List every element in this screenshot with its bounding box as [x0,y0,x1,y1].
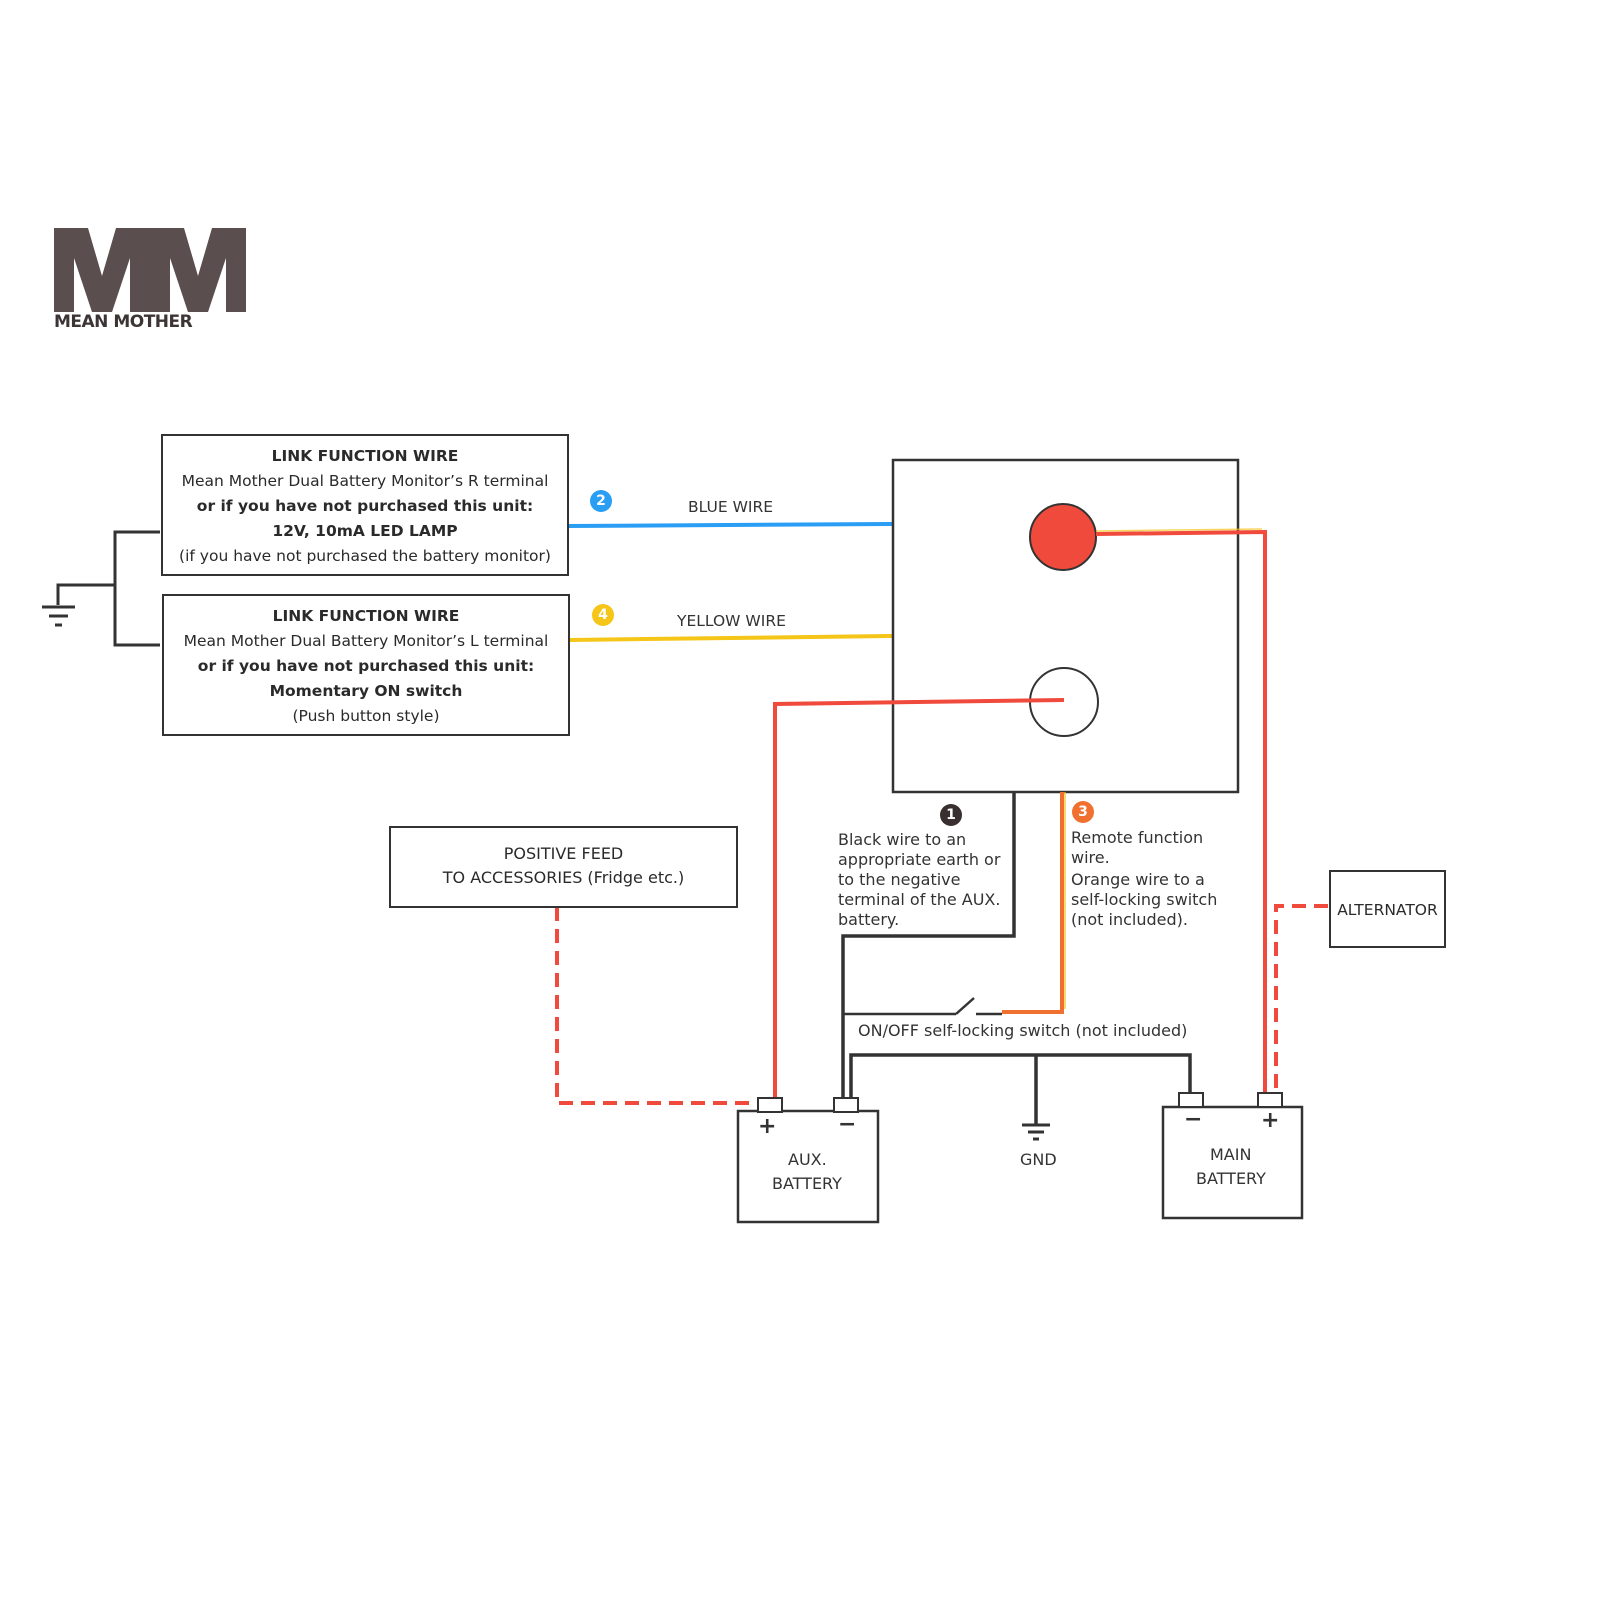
aux-battery-label-2: BATTERY [772,1174,842,1193]
black-wire-note: Black wire to an appropriate earth or to… [838,830,1001,929]
blue-wire [566,522,894,528]
alternator-label: ALTERNATOR [1337,901,1438,919]
link-box-l-line1: Mean Mother Dual Battery Monitor’s L ter… [183,632,549,650]
link-box-l-line2: or if you have not purchased this unit: [197,657,535,675]
main-positive-terminal [1257,1092,1283,1108]
link-box-r-line1: Mean Mother Dual Battery Monitor’s R ter… [181,472,549,490]
link-box-r-line4: (if you have not purchased the battery m… [179,547,551,565]
ground-icon-gnd [1022,1123,1050,1141]
link-box-r-title: LINK FUNCTION WIRE [271,447,459,465]
led-to-main-positive-wire [1095,529,1267,1098]
button-to-aux-positive-wire [773,698,1065,1098]
orange-wire-note: Orange wire to a self-locking switch (no… [1071,870,1218,929]
link-box-r-line3: 12V, 10mA LED LAMP [272,522,458,540]
left-ground-bracket [56,530,160,647]
main-battery-body [1161,1105,1304,1220]
link-box-l-line4: (Push button style) [292,707,440,725]
yellow-wire [568,634,894,642]
main-minus-sign: − [1184,1107,1203,1132]
link-box-l-title: LINK FUNCTION WIRE [272,607,460,625]
main-negative-terminal [1178,1092,1204,1108]
switch-label: ON/OFF self-locking switch (not included… [858,1021,1188,1040]
gnd-label: GND [1020,1150,1057,1169]
ground-icon-left [42,605,75,627]
blue-wire-label: BLUE WIRE [688,498,774,516]
black-earth-wire [841,792,1016,1098]
positive-feed-wire [555,907,758,1105]
aux-battery-body [736,1109,880,1224]
link-function-box-l: LINK FUNCTION WIRE Mean Mother Dual Batt… [162,594,570,736]
main-plus-sign: + [1261,1108,1280,1133]
ground-bus-wire [849,1053,1192,1098]
aux-battery-label-1: AUX. [788,1150,827,1169]
positive-feed-box: POSITIVE FEED TO ACCESSORIES (Fridge etc… [389,826,738,908]
badge-3-icon: 3 [1072,801,1094,823]
link-function-box-r: LINK FUNCTION WIRE Mean Mother Dual Batt… [161,434,569,576]
remote-function-note: Remote function wire. [1071,828,1204,867]
led-indicator-icon [1029,503,1097,571]
yellow-wire-label: YELLOW WIRE [677,612,786,630]
aux-plus-sign: + [758,1114,777,1139]
on-off-switch-icon [843,997,1002,1016]
alternator-wire [1274,904,1328,1098]
badge-2-icon: 2 [590,490,612,512]
orange-remote-wire [1002,792,1064,1014]
link-box-l-line3: Momentary ON switch [269,682,463,700]
aux-positive-terminal [757,1097,783,1113]
alternator-box: ALTERNATOR [1329,870,1446,948]
main-battery-label-1: MAIN [1210,1145,1252,1164]
positive-feed-line2: TO ACCESSORIES (Fridge etc.) [442,868,685,887]
badge-4-icon: 4 [592,604,614,626]
brand-name: MEAN MOTHER [54,312,193,332]
mean-mother-logo [54,228,246,312]
link-box-r-line2: or if you have not purchased this unit: [196,497,534,515]
main-battery-label-2: BATTERY [1196,1169,1266,1188]
badge-1-icon: 1 [940,804,962,826]
positive-feed-line1: POSITIVE FEED [503,844,624,863]
aux-minus-sign: − [838,1112,857,1137]
aux-negative-terminal [833,1097,859,1113]
